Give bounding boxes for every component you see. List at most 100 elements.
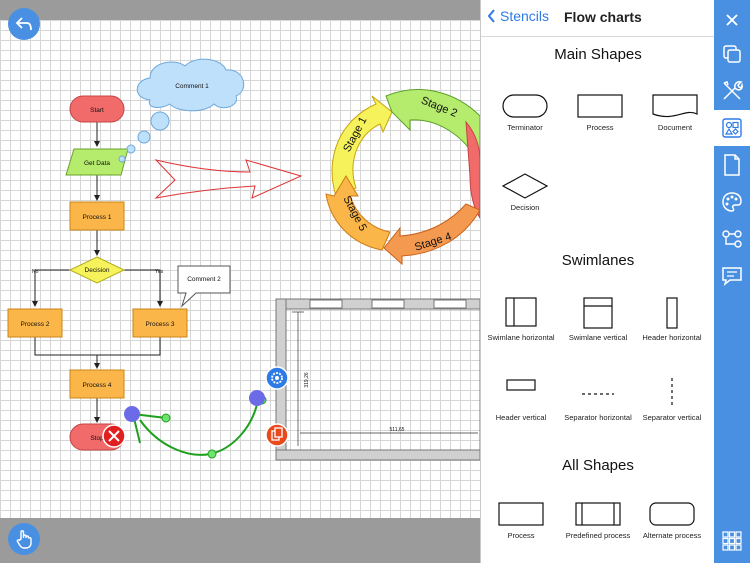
- chevron-left-icon: [487, 9, 495, 23]
- decision-node[interactable]: [68, 256, 126, 284]
- undo-button[interactable]: [8, 8, 40, 40]
- width-dimension: 511,65: [390, 427, 405, 433]
- stop-label: Stop: [90, 435, 104, 442]
- comment-1-label: Comment 1: [175, 83, 209, 90]
- alternate-process-icon: [649, 502, 695, 526]
- get-data-node[interactable]: [65, 148, 129, 176]
- bottom-toolbar: [0, 518, 480, 563]
- process-3-label: Process 3: [146, 321, 175, 328]
- panel-header: Stencils Flow charts: [481, 0, 715, 37]
- process-shape-icon: [577, 94, 623, 118]
- style-button[interactable]: [714, 184, 750, 220]
- layers-icon: [723, 45, 741, 63]
- copy-icon[interactable]: [265, 423, 289, 447]
- process-2-node[interactable]: [7, 308, 63, 338]
- comment-icon: [722, 267, 742, 286]
- connector-button[interactable]: [714, 221, 750, 257]
- process-1-label: Process 1: [83, 214, 112, 221]
- page-icon: [724, 154, 740, 176]
- shape-label: Predefined process: [565, 531, 631, 540]
- shape-decision[interactable]: Decision: [486, 172, 564, 212]
- shape-label: Process: [586, 123, 614, 132]
- shape-label: Swimlane vertical: [568, 333, 628, 342]
- green-freehand-arrow[interactable]: [132, 395, 267, 459]
- touch-mode-button[interactable]: [8, 523, 40, 555]
- shape-document[interactable]: Document: [636, 92, 714, 132]
- section-title-swimlanes: Swimlanes: [561, 252, 635, 269]
- process-shape-icon: [498, 502, 544, 526]
- shape-predefined-process[interactable]: Predefined process: [559, 500, 637, 540]
- yes-label: Yes: [155, 269, 164, 275]
- terminator-shape-icon: [502, 94, 548, 118]
- comments-button[interactable]: [714, 258, 750, 294]
- shape-label: Separator horizontal: [564, 413, 632, 422]
- layers-button[interactable]: [714, 36, 750, 72]
- shape-label: Decision: [510, 203, 540, 212]
- tool-rail: [714, 0, 750, 563]
- separator-horizontal-icon: [582, 393, 614, 395]
- shape-label: Terminator: [507, 123, 543, 132]
- shape-label: Document: [657, 123, 693, 132]
- comment-2-label: Comment 2: [187, 276, 221, 283]
- process-3-node[interactable]: [132, 308, 188, 338]
- hand-drawn-arrow[interactable]: [154, 159, 303, 199]
- decision-shape-icon: [501, 173, 549, 199]
- top-toolbar: [0, 0, 480, 20]
- start-node[interactable]: [69, 95, 125, 123]
- process-4-label: Process 4: [83, 382, 112, 389]
- shape-label: Header vertical: [495, 413, 547, 422]
- stencil-panel: Stencils Flow charts Main Shapes Termina…: [480, 0, 715, 563]
- predefined-process-icon: [575, 502, 621, 526]
- get-data-label: Get Data: [84, 160, 110, 167]
- flow-connectors: [32, 122, 163, 423]
- close-icon: [726, 14, 738, 26]
- shape-label: Process: [507, 531, 535, 540]
- document-shape-icon: [652, 94, 698, 118]
- stage-cycle[interactable]: [325, 89, 480, 266]
- diagram-svg[interactable]: Start Get Data Process 1 Decision No Yes…: [0, 20, 480, 518]
- shape-all-process[interactable]: Process: [482, 500, 560, 540]
- selection-handle[interactable]: [124, 406, 140, 422]
- height-dimension: 319,26: [304, 372, 310, 388]
- shape-process[interactable]: Process: [561, 92, 639, 132]
- panel-title: Flow charts: [564, 9, 642, 25]
- shape-terminator[interactable]: Terminator: [486, 92, 564, 132]
- process-4-node[interactable]: [69, 369, 125, 399]
- page-button[interactable]: [714, 147, 750, 183]
- shape-label: Swimlane horizontal: [487, 333, 555, 342]
- shapes-icon: [722, 118, 742, 138]
- back-stencils-button[interactable]: Stencils: [487, 8, 549, 24]
- shape-swimlane-vertical[interactable]: Swimlane vertical: [559, 296, 637, 342]
- separator-vertical-icon: [671, 378, 673, 408]
- tools-button[interactable]: [714, 73, 750, 109]
- no-label: No: [32, 269, 39, 275]
- swimlane-vertical-icon: [583, 297, 613, 329]
- shapes-button[interactable]: [714, 110, 750, 146]
- palette-icon: [722, 192, 742, 212]
- shape-label: Header horizontal: [642, 333, 702, 342]
- process-1-node[interactable]: [69, 201, 125, 231]
- shape-label: Separator vertical: [642, 413, 702, 422]
- shape-alternate-process[interactable]: Alternate process: [633, 500, 711, 540]
- comment-2-bubble[interactable]: [177, 265, 231, 308]
- settings-icon[interactable]: [265, 366, 289, 390]
- start-label: Start: [90, 107, 104, 114]
- section-title-main-shapes: Main Shapes: [554, 46, 642, 63]
- shape-header-horizontal[interactable]: Header horizontal: [633, 296, 711, 342]
- shape-swimlane-horizontal[interactable]: Swimlane horizontal: [482, 296, 560, 342]
- undo-icon: [15, 17, 32, 31]
- process-2-label: Process 2: [21, 321, 50, 328]
- delete-icon[interactable]: [102, 424, 126, 448]
- grid-icon: [722, 531, 742, 551]
- close-button[interactable]: [714, 2, 750, 38]
- grid-button[interactable]: [714, 523, 750, 559]
- hand-pointer-icon: [16, 530, 32, 549]
- shape-separator-vertical[interactable]: Separator vertical: [633, 376, 711, 422]
- swimlane-horizontal-icon: [505, 297, 537, 327]
- diagram-canvas[interactable]: Start Get Data Process 1 Decision No Yes…: [0, 20, 480, 518]
- shape-header-vertical[interactable]: Header vertical: [482, 376, 560, 422]
- comment-1-cloud[interactable]: [118, 58, 245, 163]
- shape-separator-horizontal[interactable]: Separator horizontal: [559, 376, 637, 422]
- shape-label: Alternate process: [642, 531, 702, 540]
- selection-handle[interactable]: [249, 390, 265, 406]
